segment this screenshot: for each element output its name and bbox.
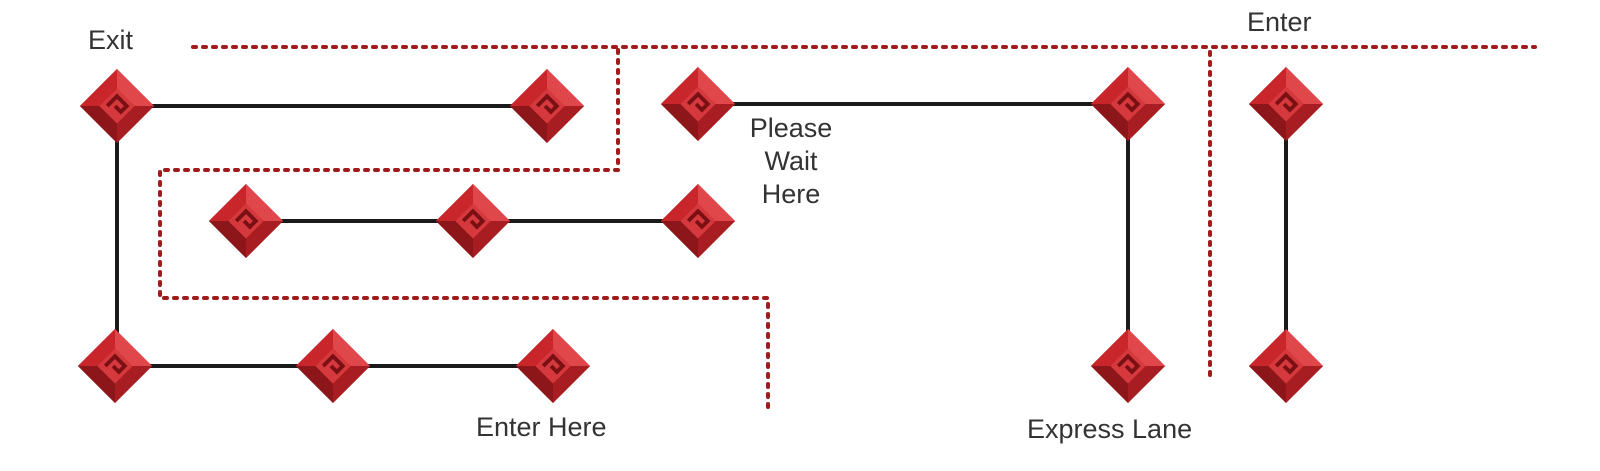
stanchion-post-icon <box>1089 327 1167 405</box>
exit-label: Exit <box>88 25 134 55</box>
please-wait-here-label: Please Wait Here <box>749 113 833 209</box>
stanchion-post-icon <box>294 327 372 405</box>
enter-label: Enter <box>1247 7 1312 37</box>
posts <box>76 65 1325 405</box>
upper-inner-barrier <box>158 48 770 414</box>
stanchion-post-icon <box>78 67 156 145</box>
stanchion-post-icon <box>659 65 737 143</box>
stanchion-post-icon <box>207 182 285 260</box>
stanchion-post-icon <box>76 327 154 405</box>
stanchion-post-icon <box>434 182 512 260</box>
dotted-barriers <box>158 45 1537 414</box>
stanchion-post-icon <box>659 182 737 260</box>
stanchion-post-icon <box>508 67 586 145</box>
express-lane-label: Express Lane <box>1027 414 1193 444</box>
enter-here-label: Enter Here <box>476 412 607 442</box>
stanchion-post-icon <box>1089 65 1167 143</box>
stanchion-post-icon <box>1247 327 1325 405</box>
stanchion-post-icon <box>514 327 592 405</box>
stanchion-post-icon <box>1247 65 1325 143</box>
